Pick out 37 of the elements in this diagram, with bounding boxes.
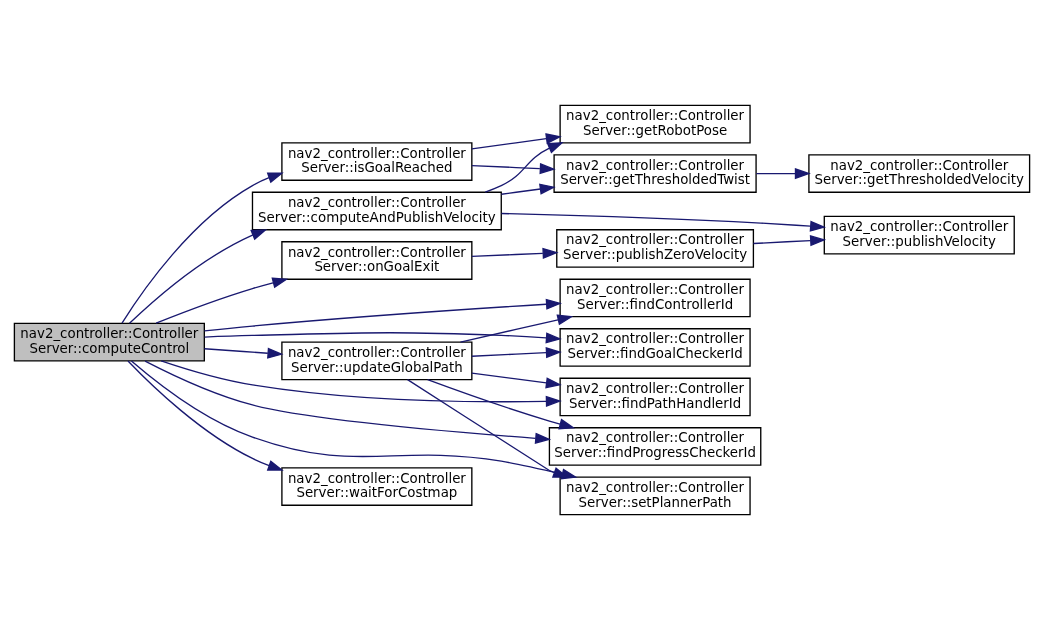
arrow xyxy=(203,298,563,332)
arrow xyxy=(155,277,289,324)
node-box: nav2_controller::Controller Server::findPathHandlerId xyxy=(559,377,751,417)
arrow xyxy=(127,360,284,471)
arrow xyxy=(752,235,827,247)
arrow xyxy=(500,183,556,195)
arrow xyxy=(128,229,268,325)
node-box: nav2_controller::Controller Server::setPlannerPath xyxy=(559,476,751,516)
arrow xyxy=(160,360,562,407)
arrow xyxy=(121,172,284,324)
arrow xyxy=(500,212,827,232)
arrow xyxy=(459,314,574,343)
node-box: nav2_controller::Controller Server::computeControl xyxy=(13,322,205,362)
node-box: nav2_controller::Controller Server::getThresholdedVelocity xyxy=(808,154,1031,193)
arrow xyxy=(471,347,562,359)
node-box: nav2_controller::Controller Server::getRobotPose xyxy=(559,104,751,144)
arrow xyxy=(203,332,562,344)
node-box: nav2_controller::Controller Server::onGoalExit xyxy=(281,241,473,280)
arrow xyxy=(426,379,576,430)
arrow xyxy=(144,360,552,444)
arrow xyxy=(471,162,556,175)
arrow xyxy=(471,247,559,259)
node-box: nav2_controller::Controller Server::publishVelocity xyxy=(823,215,1015,255)
node-box: nav2_controller::Controller Server::findControllerId xyxy=(559,278,751,318)
arrow xyxy=(471,133,562,150)
node-box: nav2_controller::Controller Server::findGoalCheckerId xyxy=(559,328,751,367)
arrow xyxy=(471,372,562,389)
node-box: nav2_controller::Controller Server::waitForCostmap xyxy=(281,467,473,506)
node-box: nav2_controller::Controller Server::isGoalReached xyxy=(281,142,473,181)
arrow xyxy=(755,167,811,180)
node-box: nav2_controller::Controller Server::publishZeroVelocity xyxy=(556,229,755,268)
node-box: nav2_controller::Controller Server::computeAndPublishVelocity xyxy=(251,191,502,231)
node-box: nav2_controller::Controller Server::updateGlobalPath xyxy=(281,341,473,381)
arrow xyxy=(484,142,564,193)
arrow xyxy=(203,347,284,359)
node-box: nav2_controller::Controller Server::getThresholdedTwist xyxy=(553,154,757,193)
node-box: nav2_controller::Controller Server::findProgressCheckerId xyxy=(548,427,762,466)
